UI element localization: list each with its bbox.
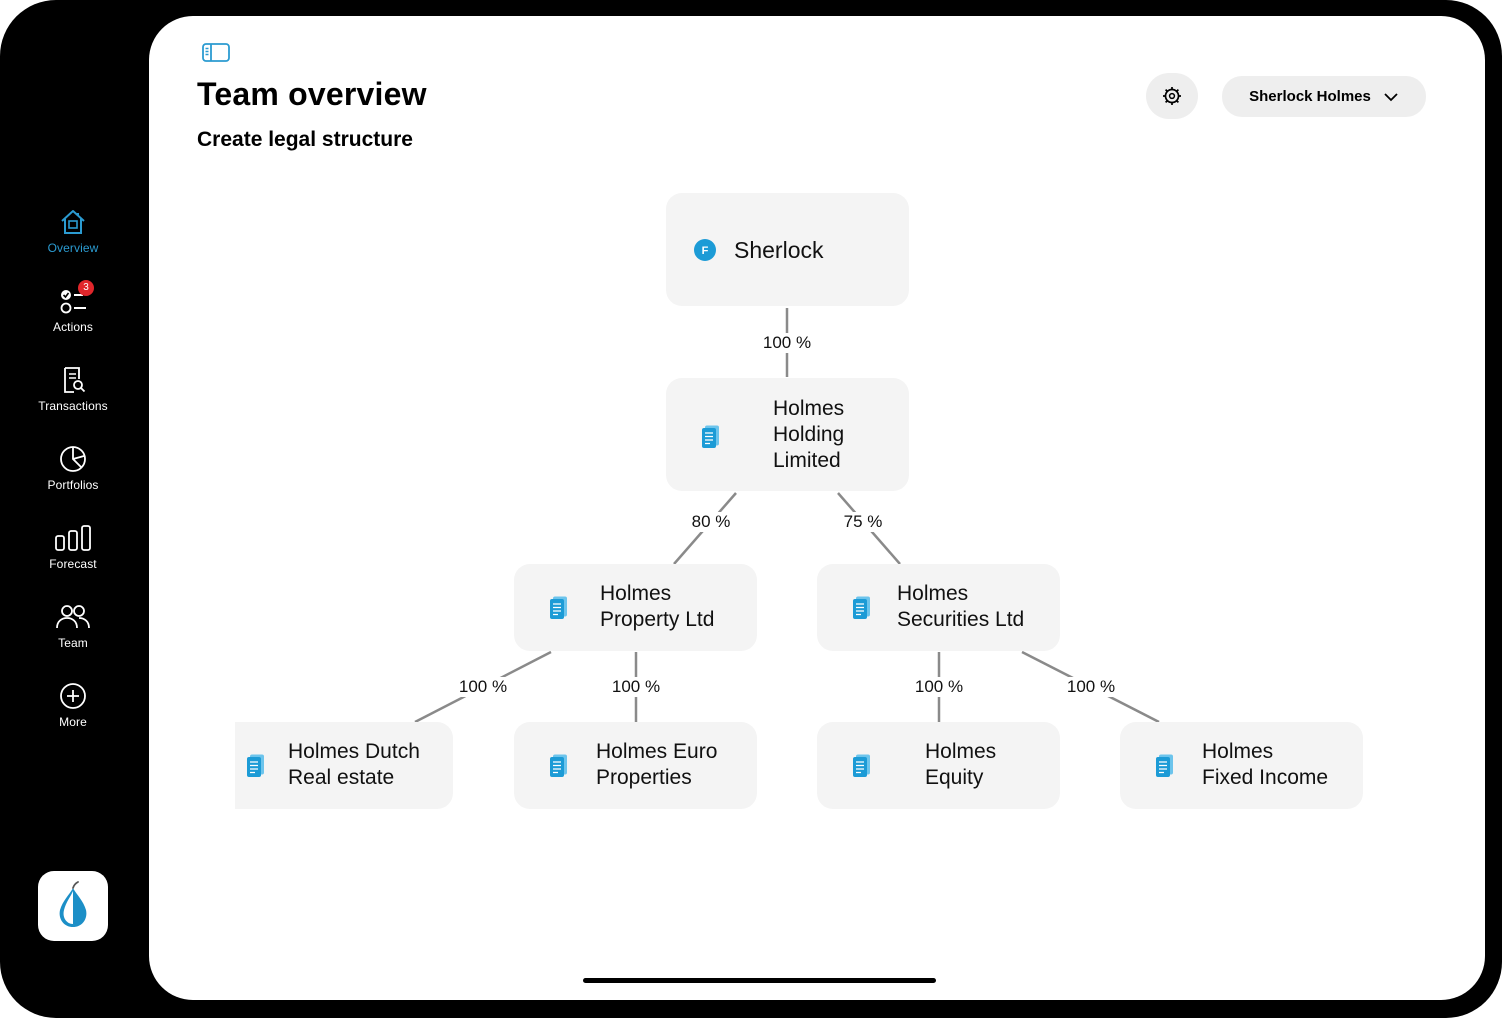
founder-badge-letter: F [702,245,709,257]
node-holmes-property-label: Holmes Property Ltd [600,582,715,631]
pear-logo-icon [59,881,87,927]
nav-portfolios[interactable]: Portfolios [14,444,132,508]
node-holmes-euro[interactable]: Holmes Euro Properties [514,722,757,809]
node-sherlock-label: Sherlock [734,237,824,263]
sidebar-toggle-button[interactable] [201,42,231,64]
company-document-icon [702,425,719,448]
node-holmes-securities[interactable]: Holmes Securities Ltd [817,564,1060,651]
pie-chart-icon [60,446,86,472]
nav-forecast[interactable]: Forecast [14,523,132,587]
share-label-dutch: 100 % [456,677,510,697]
nav-actions[interactable]: 3 Actions [14,280,132,350]
nav-overview-label: Overview [47,241,99,255]
founder-badge-icon: F [694,239,716,261]
nav-actions-label: Actions [52,320,94,334]
actions-badge: 3 [78,280,94,296]
tree-connectors [414,308,1160,724]
checklist-icon [60,290,86,314]
node-holmes-euro-label: Holmes Euro Properties [596,740,718,789]
node-holmes-equity-label: Holmes Equity [925,740,997,789]
gear-icon [1163,87,1181,105]
chevron-down-icon [1384,92,1398,101]
nav-transactions-label: Transactions [38,399,108,413]
main-screen: Team overview Create legal structure She… [149,16,1485,1000]
node-holmes-equity[interactable]: Holmes Equity [817,722,1060,809]
sidebar: Overview 3 Actions Transactions [0,0,148,1018]
share-label-holding: 100 % [760,333,814,353]
company-document-icon [247,754,264,777]
document-search-icon [64,367,86,393]
company-document-icon [550,754,567,777]
home-indicator[interactable] [583,978,936,983]
sidebar-toggle-icon [202,43,230,62]
settings-button[interactable] [1146,73,1198,119]
nav-team-label: Team [58,636,88,650]
node-holmes-securities-label: Holmes Securities Ltd [897,582,1025,631]
node-holmes-dutch[interactable]: Holmes Dutch Real estate [235,722,453,809]
node-holmes-holding-label: Holmes Holding Limited [773,397,845,472]
nav-transactions[interactable]: Transactions [14,365,132,429]
share-label-property: 80 % [689,512,733,532]
nav-forecast-label: Forecast [49,557,97,571]
bar-chart-icon [55,525,91,551]
nav-team[interactable]: Team [14,602,132,666]
share-label-euro: 100 % [609,677,663,697]
nav-more[interactable]: More [14,681,132,745]
node-holmes-dutch-label: Holmes Dutch Real estate [288,740,420,789]
share-label-fixed: 100 % [1064,677,1118,697]
app-logo[interactable] [38,871,108,941]
company-document-icon [550,596,567,619]
nav-overview[interactable]: Overview [14,207,132,271]
people-icon [56,605,90,629]
company-document-icon [853,596,870,619]
company-document-icon [1156,754,1173,777]
node-holmes-fixed-income-label: Holmes Fixed Income [1202,740,1329,789]
share-label-securities: 75 % [841,512,885,532]
user-menu[interactable]: Sherlock Holmes [1222,76,1426,117]
node-holmes-holding[interactable]: Holmes Holding Limited [666,378,909,491]
node-holmes-property[interactable]: Holmes Property Ltd [514,564,757,651]
nav-more-label: More [59,715,87,729]
company-document-icon [853,754,870,777]
nav-portfolios-label: Portfolios [47,478,99,492]
node-sherlock[interactable]: F Sherlock [666,193,909,306]
user-name: Sherlock Holmes [1249,88,1371,105]
plus-circle-icon [60,683,86,709]
home-icon [61,210,85,234]
page-title: Team overview [197,76,427,112]
page-subtitle: Create legal structure [197,128,413,151]
node-holmes-fixed-income[interactable]: Holmes Fixed Income [1120,722,1363,809]
share-label-equity: 100 % [912,677,966,697]
